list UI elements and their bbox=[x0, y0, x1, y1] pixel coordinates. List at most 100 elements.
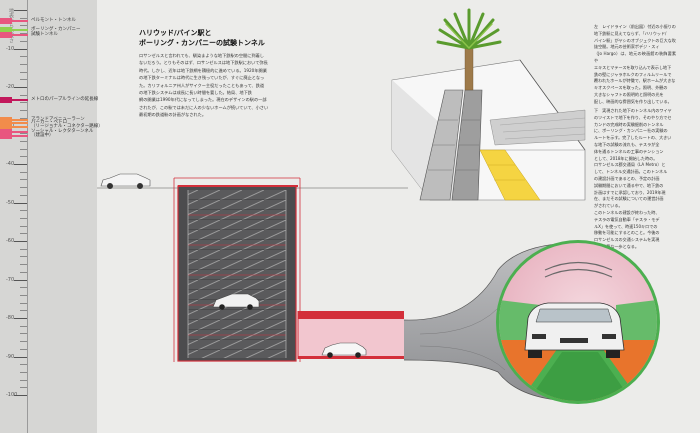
gauge-tick bbox=[20, 71, 27, 73]
gauge-tick bbox=[14, 202, 27, 204]
depth-marker-label: ペルモント・トンネル bbox=[31, 18, 76, 24]
text-line: 移動を可能にするとのこと。今後の bbox=[594, 230, 660, 236]
text-line: の地下鉄システムは成長に長い時間を要した。結局、地下鉄 bbox=[139, 90, 252, 96]
depth-marker-bar bbox=[0, 118, 28, 121]
depth-marker-label: パーカー・ペトロ bbox=[31, 120, 67, 126]
gauge-tick bbox=[20, 225, 27, 227]
gauge-tick bbox=[20, 210, 27, 212]
side-caption-1: 左 レイドライン（前出図）付近の小振りの地下鉄駅に見えてならず、「ハリウッド/バ… bbox=[594, 24, 676, 106]
gauge-tick bbox=[20, 387, 27, 389]
text-line: 体を通るトンネルの工事のテンション bbox=[594, 148, 664, 154]
depth-marker-bar bbox=[0, 99, 28, 102]
text-line: のツイストで地下を作り、そのやり方でセ bbox=[594, 114, 672, 120]
text-line: ロサンゼルス郡交通局（LA Metro）と bbox=[594, 162, 666, 168]
text-line: 鉄の壁にジャラホルクのフィルムリールで bbox=[594, 71, 672, 77]
gauge-tick bbox=[20, 264, 27, 266]
gauge-tick bbox=[20, 379, 27, 381]
escalator-icon bbox=[419, 89, 483, 201]
gauge-tick bbox=[14, 318, 27, 319]
text-line: 覆われたホールが特徴で、駅ホームが大きな bbox=[594, 78, 676, 84]
gauge-tick bbox=[14, 10, 27, 11]
gauge-tick bbox=[20, 148, 27, 150]
depth-marker-label: 試験トンネル bbox=[31, 31, 58, 37]
gauge-tick bbox=[20, 94, 27, 96]
gauge-tick bbox=[14, 279, 27, 281]
gauge-tick bbox=[20, 325, 27, 327]
depth-marker-bar bbox=[0, 125, 28, 128]
depth-label: -50 bbox=[6, 199, 15, 206]
depth-marker-bar bbox=[0, 122, 28, 125]
text-line: な地下の試験の流れも、テスラが全 bbox=[594, 141, 660, 147]
text-line: エキスとマテースを取り込んで表示し地下 bbox=[594, 64, 672, 70]
article-body: ロサンゼルスと言われても、馴染まような地下鉄駅の空間に到着しないだろう。とりもそ… bbox=[139, 52, 289, 119]
gauge-tick bbox=[20, 79, 27, 81]
text-line: の地下鉄ターミナルは時代に生き残っていたが、すぐに廃止となっ bbox=[139, 75, 265, 81]
gauge-scale-line bbox=[27, 0, 28, 433]
depth-marker-label: ボーリング・カンパニー bbox=[31, 27, 81, 33]
gauge-tick bbox=[20, 233, 27, 235]
depth-marker-bar bbox=[0, 131, 28, 134]
gauge-tick bbox=[20, 371, 27, 373]
gauge-tick bbox=[20, 271, 27, 273]
escalator-hall bbox=[391, 8, 586, 201]
text-line: 在、まだその試験についての運営計画 bbox=[594, 196, 664, 202]
depth-label: -70 bbox=[6, 276, 15, 283]
depth-label: -100 bbox=[6, 392, 18, 398]
text-line: 大きなシャフトの照明的と照明の光を bbox=[594, 91, 664, 97]
gauge-tick bbox=[20, 33, 27, 35]
text-line: ルートを示す。完了したルートの、大きい bbox=[594, 135, 672, 141]
depth-label: -80 bbox=[6, 315, 15, 321]
gauge-tick bbox=[20, 110, 27, 112]
article-title: ハリウッド/バイン駅と ボーリング・カンパニーの試験トンネル bbox=[139, 29, 299, 48]
depth-marker-bar bbox=[0, 20, 28, 23]
text-line: 計画はすでに承認しており、2019年現 bbox=[594, 189, 666, 195]
text-line: 抜空間。地元の芸術家ポデジ・スィ bbox=[594, 44, 660, 50]
gauge-tick bbox=[20, 256, 27, 258]
gauge-tick bbox=[20, 348, 27, 350]
gauge-tick bbox=[20, 63, 27, 65]
gauge-header: 地表からの深さ bbox=[8, 8, 14, 43]
depth-gauge: 地表からの深さ -10-20-30-40-50-60-70-80-90-100ペ… bbox=[0, 0, 103, 433]
text-line: がされている。 bbox=[594, 203, 623, 209]
shaft-car-icon bbox=[212, 293, 260, 310]
depth-label: -40 bbox=[6, 161, 15, 167]
gauge-tick bbox=[14, 395, 27, 396]
surface-car-icon bbox=[100, 173, 151, 189]
title-line-2: ボーリング・カンパニーの試験トンネル bbox=[139, 38, 265, 47]
text-line: バイン駅」がヤシのオブジェクトの巨大な吹 bbox=[594, 37, 676, 43]
gauge-tick bbox=[14, 48, 27, 50]
gauge-tick bbox=[20, 287, 27, 289]
text-line: する重要な一歩となる。 bbox=[594, 243, 639, 249]
text-line: 下 実現された地下のトンネル内のワイヤ bbox=[594, 108, 672, 113]
text-line: （Jo Hargo）は、地元の映画館の装飾要素や bbox=[594, 51, 676, 63]
text-line: た。カリフォルニア州人がサイクー主役だったこともあって、鉄道 bbox=[139, 82, 265, 88]
gauge-tick bbox=[20, 40, 27, 42]
gauge-tick bbox=[20, 171, 27, 173]
depth-label: -90 bbox=[6, 353, 15, 360]
text-line: 配し、映画的な雰囲気を作り出している。 bbox=[594, 98, 672, 104]
gauge-tick bbox=[20, 187, 27, 189]
text-line: キオスクペースを取った。照明、外観の bbox=[594, 85, 668, 91]
gauge-tick bbox=[20, 333, 27, 335]
text-line: 地下鉄駅に見えてならず、「ハリウッド/ bbox=[594, 30, 667, 36]
side-caption-2: 下 実現された地下のトンネル内のワイヤのツイストで地下を作り、そのやり方でセカン… bbox=[594, 108, 676, 251]
gauge-tick bbox=[20, 156, 27, 158]
depth-label: -10 bbox=[6, 45, 15, 52]
text-line: ルX」を使って、時速150キロでの bbox=[594, 223, 658, 229]
text-line: ロサンゼルスの交通システムを実現 bbox=[594, 237, 660, 243]
gauge-tick bbox=[14, 164, 27, 165]
text-line: 左 レイドライン（前出図）付近の小振りの bbox=[594, 24, 676, 29]
gauge-tick bbox=[20, 56, 27, 58]
title-line-1: ハリウッド/バイン駅と bbox=[139, 29, 212, 37]
text-line: このトンネルの建設が終わった時、 bbox=[594, 209, 660, 215]
depth-label: -60 bbox=[6, 238, 15, 244]
station-shaft bbox=[173, 177, 301, 362]
text-line: されたが、この駅では未だに人の少ないホームが続いていて、小さい bbox=[139, 104, 269, 110]
gauge-tick bbox=[14, 87, 27, 88]
gauge-tick bbox=[20, 294, 27, 296]
text-line: して、トンネル交通計画。このトンネル bbox=[594, 169, 668, 175]
depth-marker-bar bbox=[0, 29, 28, 32]
gauge-tick bbox=[20, 179, 27, 181]
gauge-tick bbox=[20, 117, 27, 119]
